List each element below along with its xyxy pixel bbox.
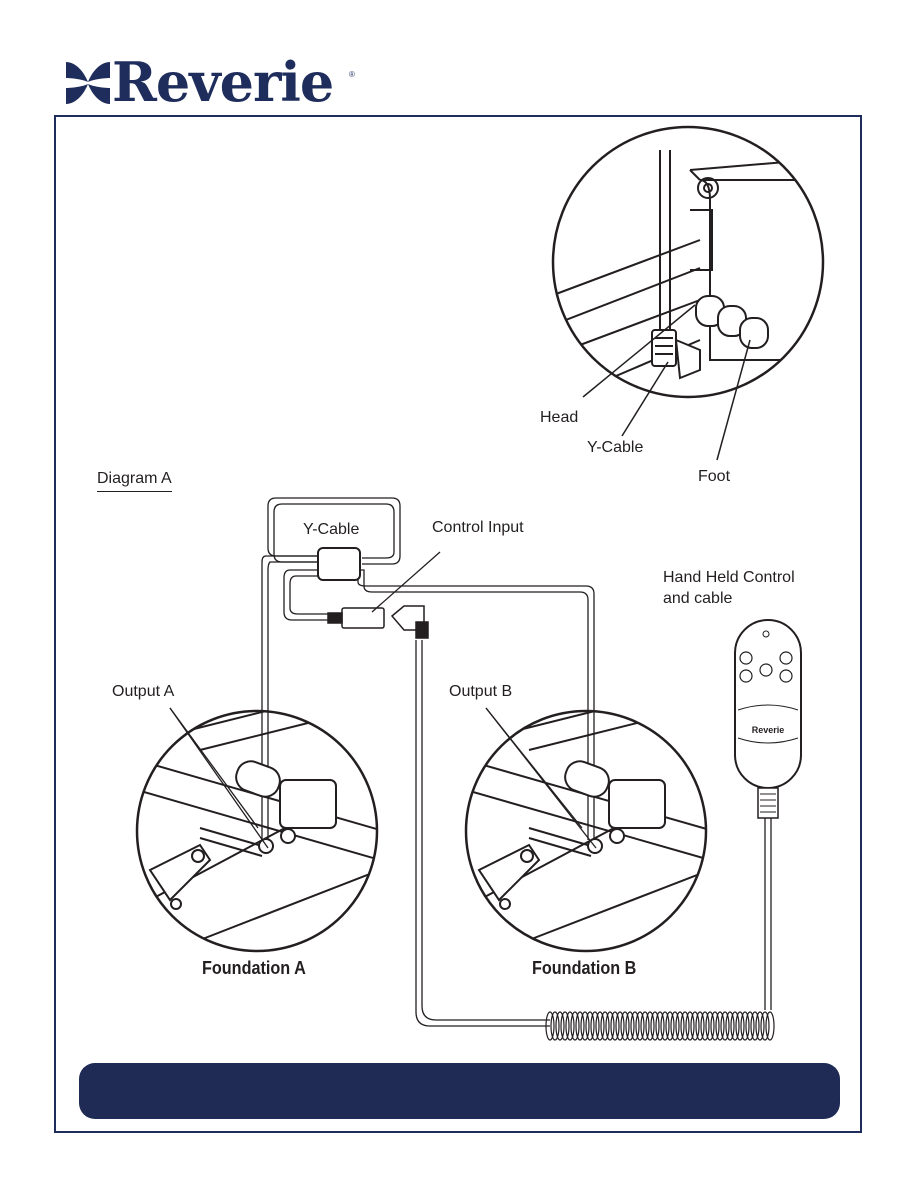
footer-banner	[79, 1063, 840, 1119]
reverie-logo	[62, 58, 362, 114]
control-input-leader-line	[371, 551, 441, 613]
head-leader-line	[582, 304, 696, 398]
wiring	[261, 497, 595, 1027]
foot-down-button-icon	[779, 669, 793, 683]
registered-mark: ®	[349, 70, 355, 79]
diagram-title: Diagram A	[97, 470, 172, 492]
label-output-a: Output A	[112, 683, 175, 700]
y-cable-leader-line	[621, 361, 669, 437]
label-hand-held-cable: and cable	[663, 590, 733, 607]
remote-brand-text: Reverie	[752, 725, 785, 735]
content-frame	[54, 115, 862, 1133]
head-up-button-icon	[739, 651, 753, 665]
label-y-cable: Y-Cable	[303, 521, 360, 538]
hand-held-remote: Reverie	[734, 619, 802, 1010]
foundation-b-circle	[464, 707, 708, 953]
head-down-button-icon	[739, 669, 753, 683]
foot-up-button-icon	[779, 651, 793, 665]
label-output-b: Output B	[449, 683, 513, 700]
control-input-connectors	[327, 605, 429, 639]
label-control-input: Control Input	[432, 519, 524, 536]
label-y-cable-inset: Y-Cable	[587, 439, 644, 456]
foot-leader-line	[716, 339, 751, 461]
caption-foundation-a: Foundation A	[202, 958, 306, 978]
y-cable-splitter	[317, 547, 361, 581]
reverie-logo-mark-icon	[66, 62, 110, 104]
label-head: Head	[540, 409, 579, 426]
brand-name: Reverie	[112, 50, 334, 114]
caption-foundation-b: Foundation B	[532, 958, 637, 978]
inset-detail-circle	[551, 125, 825, 461]
flat-button-icon	[759, 663, 773, 677]
label-foot: Foot	[698, 468, 731, 485]
foundation-a-circle	[135, 707, 379, 953]
label-hand-held-control: Hand Held Control	[663, 569, 795, 586]
coiled-cord	[545, 1011, 775, 1041]
